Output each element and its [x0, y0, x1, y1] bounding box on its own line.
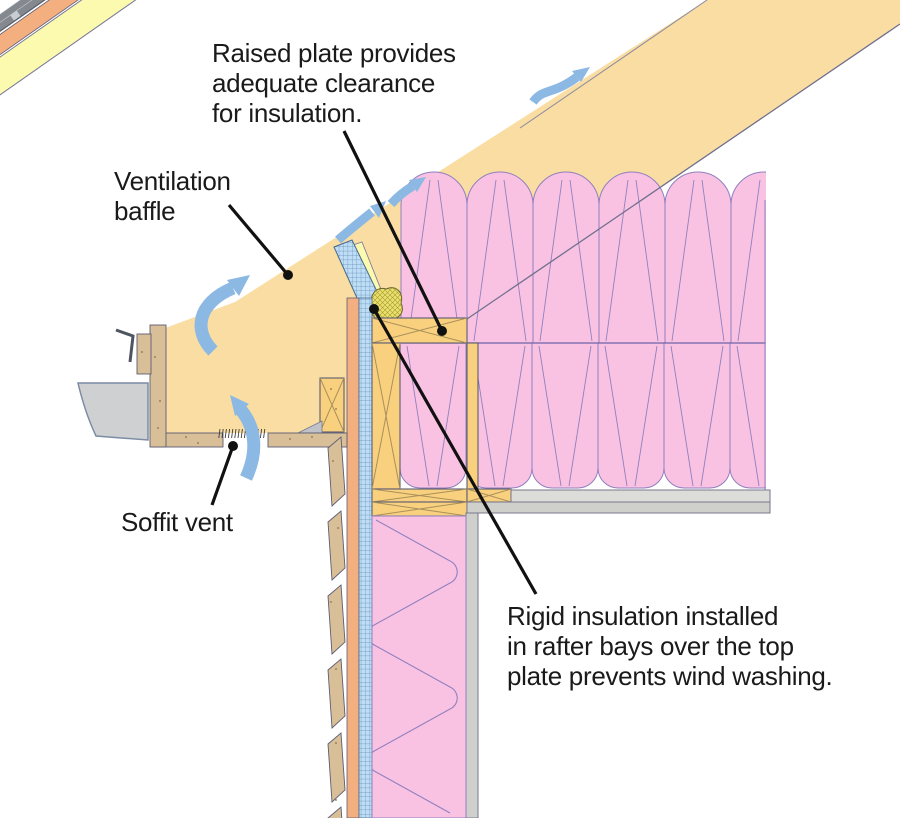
attic-insulation-batts — [399, 171, 766, 489]
rafter-edge-line — [519, 0, 708, 129]
wall-batt-insulation — [371, 515, 467, 818]
siding-board — [327, 806, 343, 818]
siding-board — [327, 436, 346, 507]
wall-drywall — [465, 512, 479, 818]
label-rigid-insulation: Rigid insulation installed in rafter bay… — [507, 601, 833, 691]
label-raised-plate: Raised plate provides adequate clearance… — [212, 38, 456, 128]
soffit-board-right — [267, 432, 348, 448]
batt-upper — [730, 171, 766, 344]
sub-fascia — [149, 324, 167, 448]
batt-upper — [598, 171, 666, 344]
shingle-segment — [0, 0, 45, 37]
leader-rigid-insulation — [372, 308, 538, 595]
shingle-segment — [16, 0, 87, 16]
ceiling-drywall — [466, 501, 771, 514]
leader-soffit-vent — [210, 445, 235, 506]
drip-edge — [115, 328, 135, 363]
foam-sealant — [370, 287, 403, 321]
wall-rigid-insulation — [358, 297, 373, 818]
airflow-arrowhead-eave — [227, 275, 250, 296]
siding-board — [327, 732, 346, 803]
leader-dot-rigid-insulation — [369, 304, 379, 314]
attic-side-stud — [466, 342, 479, 490]
roof-sheathing — [0, 0, 644, 143]
roof-assembly — [0, 0, 663, 145]
siding-board — [327, 510, 346, 581]
shingle-underlayment-line — [0, 0, 626, 145]
leader-dot-raised-plate — [437, 326, 447, 336]
gutter — [77, 382, 149, 441]
airflow-arrow-channel-1 — [335, 208, 375, 244]
leader-dot-ventilation-baffle — [283, 270, 293, 280]
siding-board — [327, 584, 346, 655]
leader-ventilation-baffle — [227, 203, 290, 277]
airflow-arrow-channel-3 — [529, 73, 580, 105]
label-ventilation-baffle: Ventilation baffle — [114, 166, 231, 226]
airflow-arrowhead-channel-2 — [409, 177, 426, 192]
airflow-arrow-soffit — [235, 405, 261, 481]
airflow-arrows — [194, 67, 590, 481]
batt-upper — [664, 171, 732, 344]
batt-upper — [532, 171, 600, 344]
shingle-courses — [0, 0, 87, 67]
airflow-arrowhead-soffit — [230, 395, 249, 416]
siding-board — [327, 658, 346, 729]
batt-lower — [531, 342, 599, 489]
ceiling-joist-band — [510, 489, 771, 503]
fascia-trim — [136, 333, 152, 375]
lap-siding — [327, 436, 346, 818]
leader-raised-plate — [342, 130, 444, 332]
rafter-cut-line — [466, 23, 900, 320]
wall-sheathing — [346, 297, 360, 818]
leader-lines — [210, 130, 538, 595]
wood-speckles — [141, 351, 339, 801]
wall-batt-pattern — [372, 519, 458, 814]
leader-dot-soffit-vent — [228, 441, 238, 451]
batt-lower — [597, 342, 665, 489]
batt-upper — [466, 171, 534, 344]
batt-lower — [663, 342, 731, 489]
airflow-arrow-eave — [194, 282, 236, 356]
leader-dots — [228, 270, 447, 451]
airflow-arrowhead-channel-3 — [572, 67, 590, 82]
airflow-arrow-channel-2 — [387, 182, 416, 208]
label-soffit-vent: Soffit vent — [121, 507, 233, 537]
